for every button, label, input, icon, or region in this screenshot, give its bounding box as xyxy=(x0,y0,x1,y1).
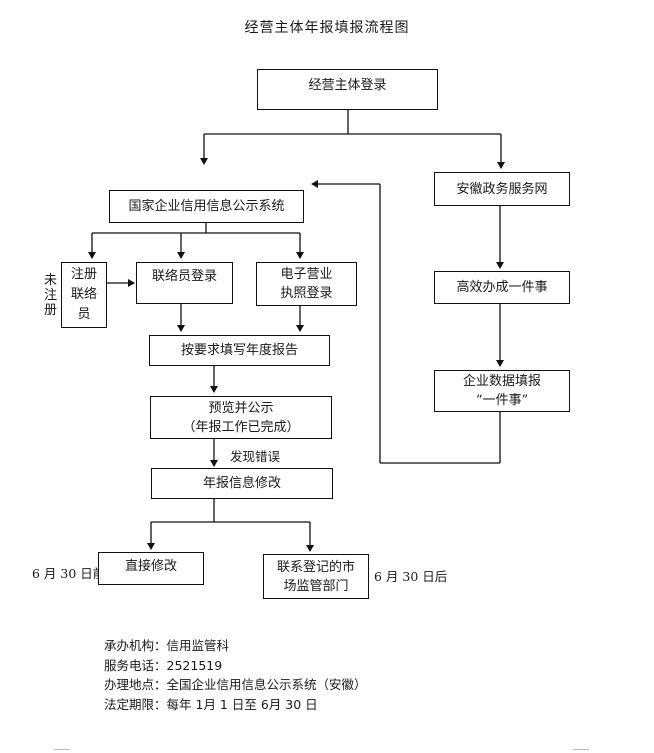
node-one-thing: 高效办成一件事 xyxy=(434,271,570,304)
label-before-date: 6 月 30 日前 xyxy=(32,566,106,581)
info-row-agency: 承办机构：信用监管科 xyxy=(104,638,230,653)
page-corner-mark-left xyxy=(54,749,70,750)
node-report-modify: 年报信息修改 xyxy=(151,468,333,499)
node-gsxt: 国家企业信用信息公示系统 xyxy=(109,190,304,223)
info-row-deadline: 法定期限：每年 1月 1 日至 6月 30 日 xyxy=(104,696,318,712)
node-liaison-login: 联络员登录 xyxy=(136,262,233,304)
page-title: 经营主体年报填报流程图 xyxy=(244,20,410,36)
node-login: 经营主体登录 xyxy=(257,69,438,110)
node-fill-report: 按要求填写年度报告 xyxy=(149,335,330,366)
node-contact-market: 联系登记的市 场监管部门 xyxy=(263,554,369,599)
info-row-location: 办理地点：全国企业信用信息公示系统（安徽） xyxy=(104,677,367,692)
label-found-error: 发现错误 xyxy=(230,449,281,464)
label-unregistered: 未注册 xyxy=(44,273,58,318)
node-anhui-gov: 安徽政务服务网 xyxy=(434,172,570,206)
node-elicense-login: 电子营业 执照登录 xyxy=(256,262,357,306)
node-direct-modify: 直接修改 xyxy=(98,552,204,585)
label-after-date: 6 月 30 日后 xyxy=(374,569,448,584)
node-register-liaison: 注册 联络 员 xyxy=(61,262,107,328)
info-block: 承办机构：信用监管科 服务电话：2521519 办理地点：全国企业信用信息公示系… xyxy=(104,636,367,714)
node-preview-publish: 预览并公示 （年报工作已完成） xyxy=(150,396,332,439)
page-corner-mark-right xyxy=(573,749,589,750)
info-row-phone: 服务电话：2521519 xyxy=(104,657,223,673)
node-enterprise-data: 企业数据填报 “一件事” xyxy=(434,370,570,412)
